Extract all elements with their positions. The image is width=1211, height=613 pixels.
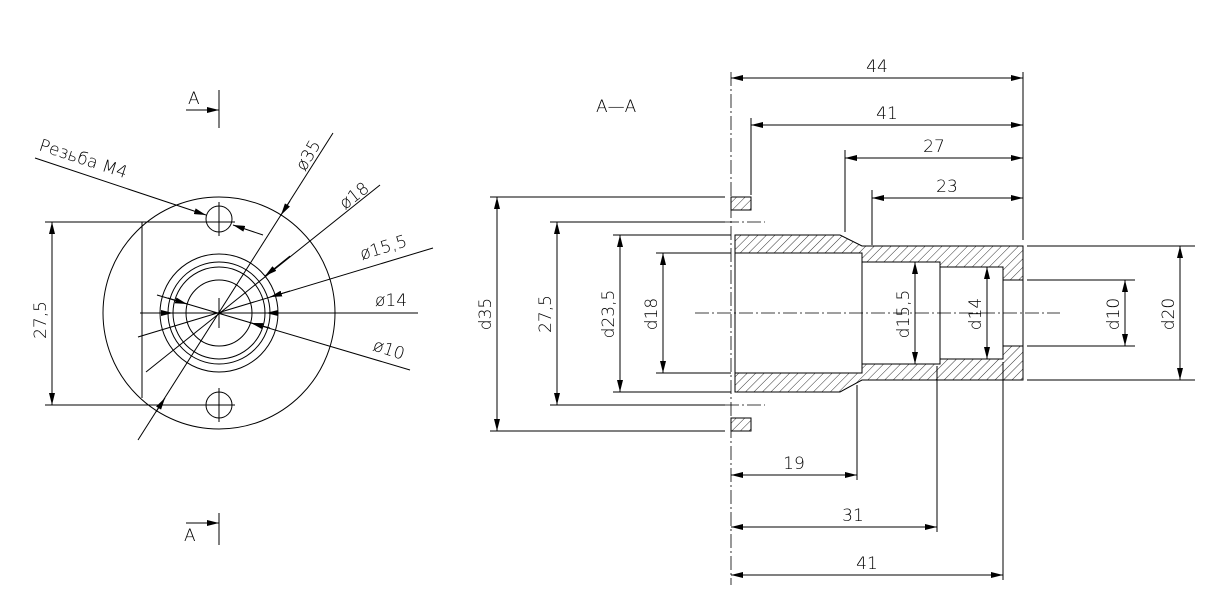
dim-d18-section: d18 <box>642 298 662 330</box>
dim-d15-5-section: d15,5 <box>894 290 914 339</box>
dim-31: 31 <box>842 506 864 526</box>
dim-d10-section: d10 <box>1104 298 1124 330</box>
dim-27-5-section: 27,5 <box>536 295 556 333</box>
dim-23: 23 <box>936 177 958 197</box>
dim-d15-5: ø15,5 <box>358 232 410 265</box>
dim-44: 44 <box>866 57 888 77</box>
thread-label: Резьба М4 <box>36 136 129 183</box>
dim-27: 27 <box>923 137 945 157</box>
section-title: А—А <box>596 97 637 117</box>
dim-d35-section: d35 <box>476 298 496 330</box>
dim-d20-section: d20 <box>1159 298 1179 330</box>
dim-19: 19 <box>783 454 805 474</box>
section-mark-top: A <box>188 89 200 109</box>
section-mark-bottom: A <box>184 526 196 546</box>
dim-d14-section: d14 <box>966 298 986 330</box>
section-view: А—А 44 41 27 23 19 31 41 d35 27,5 d23,5 … <box>476 57 1195 585</box>
dim-27-5: 27,5 <box>31 301 51 339</box>
front-view: 27,5 Резьба М4 ø35 ø18 ø15,5 ø14 ø10 A A <box>31 89 434 546</box>
dim-41-bottom: 41 <box>856 554 878 574</box>
dim-d14: ø14 <box>375 291 407 311</box>
dim-d18: ø18 <box>336 178 374 213</box>
dim-41-top: 41 <box>876 104 898 124</box>
dim-d23-5: d23,5 <box>599 290 619 339</box>
dim-d35: ø35 <box>292 137 325 175</box>
